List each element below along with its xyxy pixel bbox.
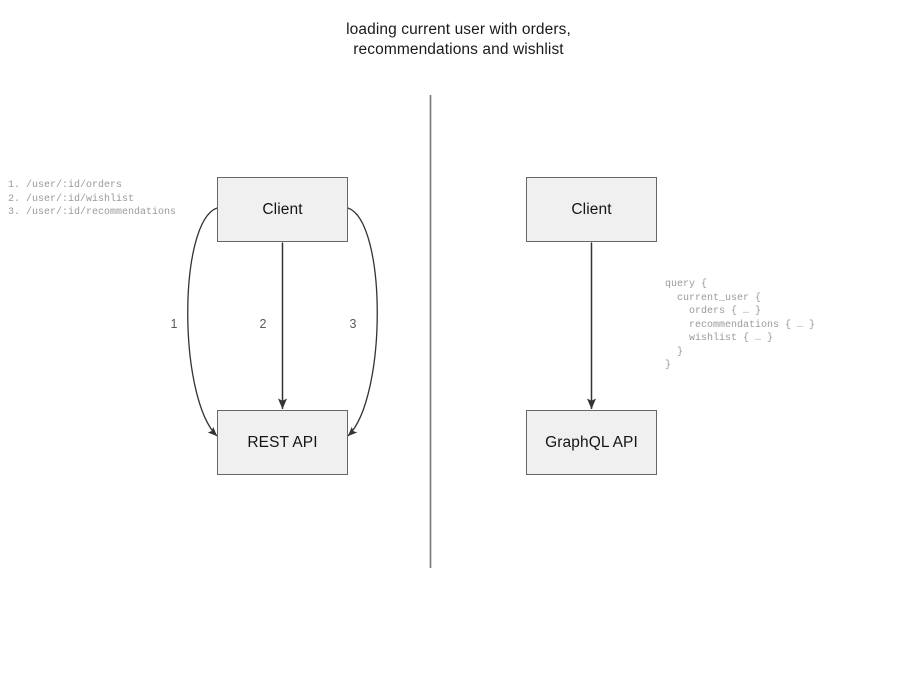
- edge-1-path: [187, 201, 227, 437]
- node-rest-api[interactable]: REST API: [217, 410, 348, 475]
- edge-label-2: 2: [259, 317, 267, 331]
- rest-endpoint-list: 1. /user/:id/orders 2. /user/:id/wishlis…: [8, 180, 177, 218]
- edge-label-1: 1: [170, 317, 178, 331]
- node-client-rest[interactable]: Client: [217, 177, 348, 242]
- node-graphql-api[interactable]: GraphQL API: [526, 410, 657, 475]
- page-title: loading current user with orders, recomm…: [346, 21, 571, 58]
- edge-label-3: 3: [349, 317, 357, 331]
- graphql-query-block: query { current_user { orders { … } reco…: [665, 279, 816, 371]
- node-client-graphql[interactable]: Client: [526, 177, 657, 242]
